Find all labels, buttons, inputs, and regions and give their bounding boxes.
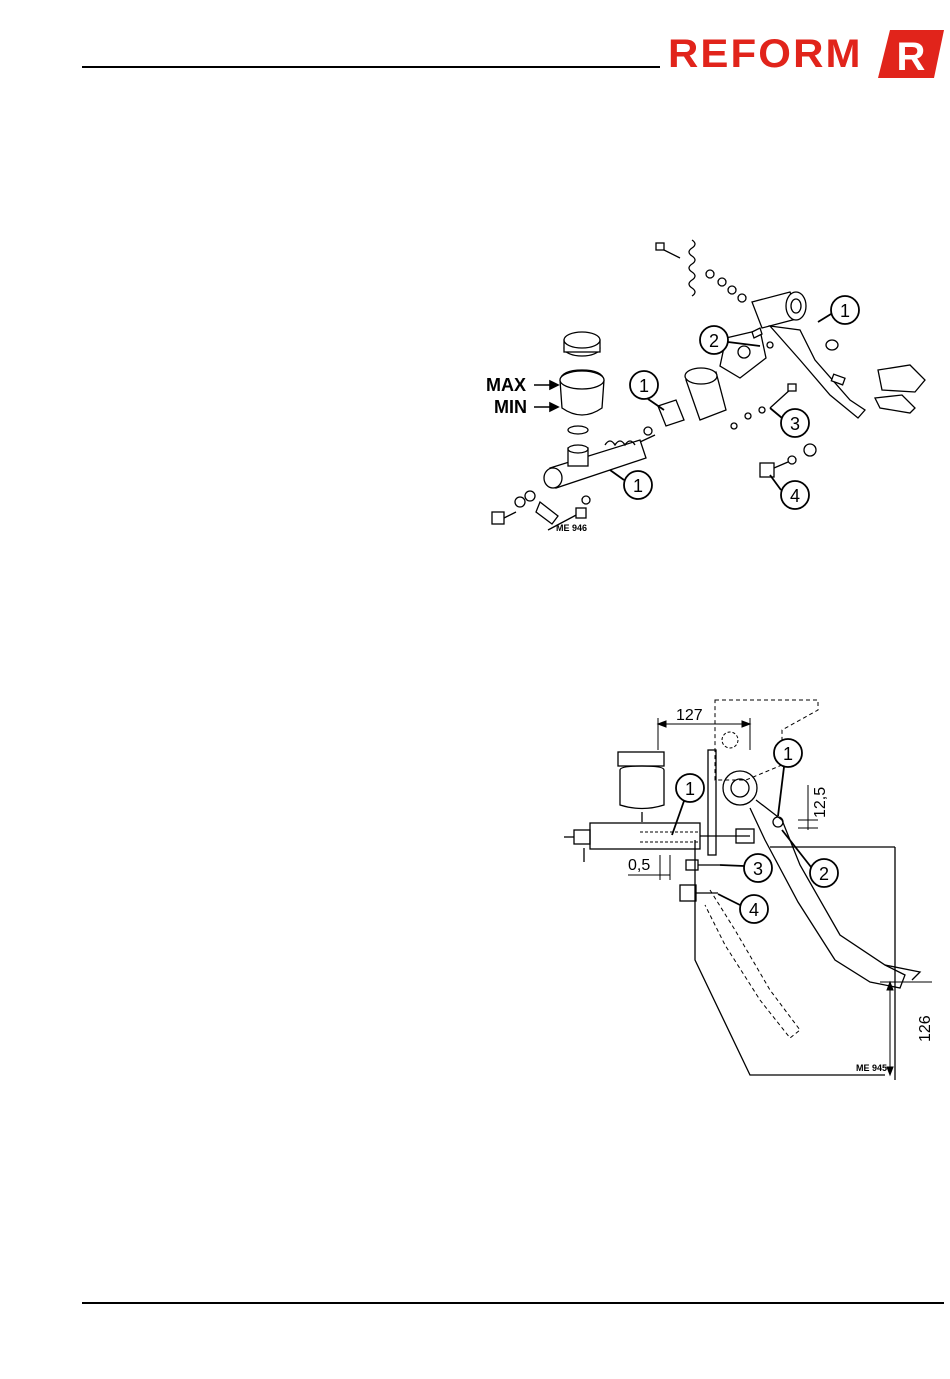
logo-r-mark: R <box>878 30 944 78</box>
max-label: MAX <box>486 375 526 395</box>
svg-text:2: 2 <box>709 331 719 351</box>
reform-logo: REFORM R <box>668 30 944 78</box>
svg-text:1: 1 <box>783 744 793 764</box>
dim-126: 126 <box>917 1015 934 1042</box>
svg-text:2: 2 <box>819 864 829 884</box>
footer-rule <box>82 1302 944 1304</box>
min-label: MIN <box>494 397 527 417</box>
figure-me946-exploded-view: MAX MIN 1 2 1 3 1 4 ME 946 <box>470 230 945 550</box>
svg-text:4: 4 <box>790 486 800 506</box>
dim-127: 127 <box>676 707 703 724</box>
figure-code-me945: ME 945 <box>856 1063 887 1073</box>
svg-text:1: 1 <box>639 376 649 396</box>
svg-text:1: 1 <box>633 476 643 496</box>
svg-text:4: 4 <box>749 900 759 920</box>
svg-text:R: R <box>897 35 926 78</box>
dim-0-5: 0,5 <box>628 857 650 874</box>
svg-text:1: 1 <box>685 779 695 799</box>
dim-12-5: 12,5 <box>812 787 829 818</box>
svg-text:1: 1 <box>840 301 850 321</box>
svg-text:3: 3 <box>753 859 763 879</box>
figure-me945-adjustment-view: 127 12,5 0,5 126 1 1 2 3 4 ME 945 <box>560 690 945 1090</box>
logo-wordmark: REFORM <box>668 32 863 77</box>
header-rule <box>82 66 660 68</box>
svg-text:3: 3 <box>790 414 800 434</box>
figure-code-me946: ME 946 <box>556 523 587 533</box>
